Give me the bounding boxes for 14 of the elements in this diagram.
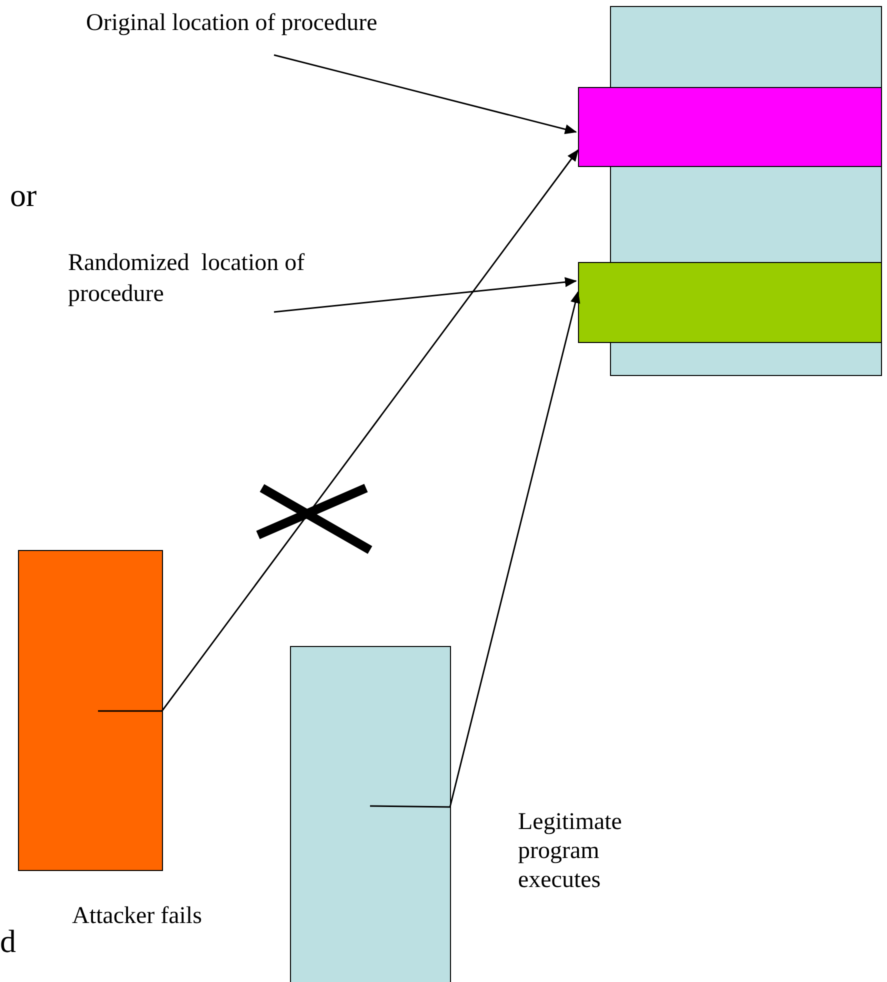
memory-block (578, 262, 882, 343)
memory-block (18, 550, 163, 871)
memory-block (578, 87, 882, 167)
callout-text: Randomized location of procedure (68, 248, 398, 312)
memory-block (290, 646, 451, 982)
text-fragment: d (0, 922, 16, 960)
or-text: or (10, 176, 37, 214)
arrow (370, 291, 580, 808)
arrow (98, 149, 579, 712)
outcome-text: Legitimate program executes (518, 808, 623, 894)
arrow (274, 277, 577, 313)
arrow (274, 54, 577, 134)
outcome-text: Attacker fails (72, 902, 202, 931)
callout-text: Original location of procedure (86, 8, 506, 55)
